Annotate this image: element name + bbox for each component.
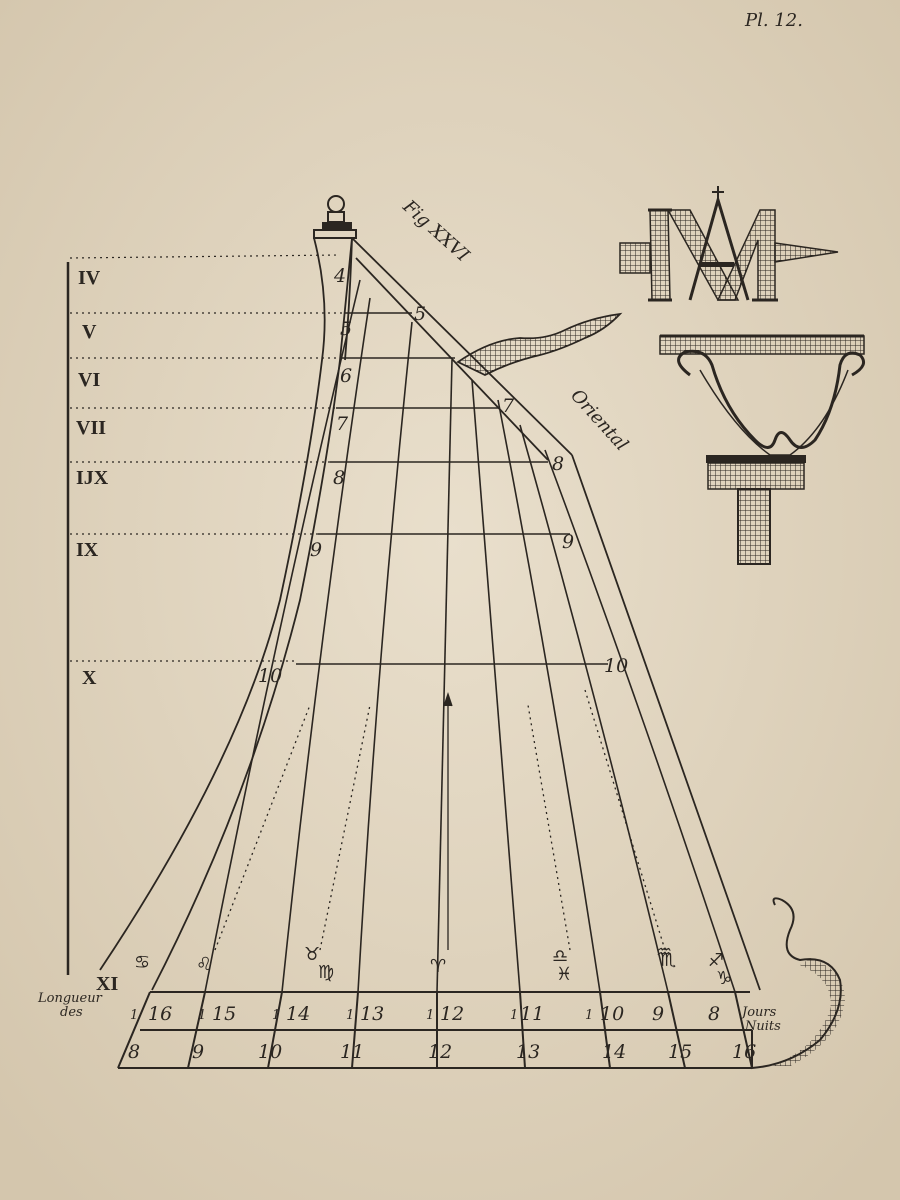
zodiac-sign: ♋: [134, 952, 150, 973]
night-length-cell: 16: [732, 1041, 756, 1063]
night-length-cell: 13: [516, 1041, 540, 1063]
night-length-cell: 15: [668, 1041, 692, 1063]
hour-scale-label: IV: [78, 267, 101, 289]
day-length-prefix: 1: [585, 1008, 593, 1023]
dial-hour-right: 8: [552, 453, 564, 475]
right-caption: Jours Nuits: [739, 1005, 781, 1034]
serpent-ornament: [456, 312, 623, 377]
dial-hour-left: 5: [340, 318, 352, 340]
night-length-cell: 9: [192, 1041, 204, 1063]
zodiac-sign: ♓: [556, 964, 572, 985]
night-length-cell: 8: [128, 1041, 140, 1063]
zodiac-sign: ♑: [716, 968, 732, 989]
zodiac-sign: ♍: [318, 962, 334, 983]
dial-hour-right: 9: [562, 531, 574, 553]
day-length-cell: 8: [708, 1003, 720, 1025]
dial-hour-right: 5: [414, 303, 426, 325]
day-length-cell: 13: [360, 1003, 384, 1025]
dial-hour-numbers: 4 5 6 7 8 9 10 5 7 8 9 10: [258, 265, 628, 687]
zodiac-sign: ♏: [660, 950, 676, 971]
day-length-cell: 11: [520, 1003, 544, 1025]
zodiac-sign: ♐: [708, 950, 724, 971]
solstice-arrows: [214, 689, 666, 951]
day-length-prefix: 1: [198, 1008, 206, 1023]
night-length-cell: 11: [340, 1041, 364, 1063]
hour-lines: [296, 312, 608, 665]
day-length-cell: 9: [652, 1003, 664, 1025]
zodiac-sign: ♉: [304, 944, 320, 965]
dial-hour-left: 4: [333, 265, 346, 287]
day-length-cell: 16: [148, 1003, 172, 1025]
day-length-prefix: 1: [130, 1008, 138, 1023]
day-length-cell: 10: [600, 1003, 624, 1025]
day-length-cell: 12: [440, 1003, 464, 1025]
hour-scale-label: IJX: [76, 467, 109, 489]
dial-hour-left: 8: [333, 467, 345, 489]
dial-hour-right: 10: [604, 655, 628, 677]
hour-scale-label: IX: [76, 539, 99, 561]
left-caption-line-1: Longueur: [37, 991, 103, 1006]
right-caption-line-2: Nuits: [744, 1019, 781, 1034]
day-length-cell: 15: [212, 1003, 236, 1025]
hour-scale-label: VI: [78, 369, 100, 391]
zodiac-sign: ♈: [430, 956, 446, 977]
dial-hour-left: 7: [336, 413, 349, 435]
day-length-prefix: 1: [510, 1008, 518, 1023]
zodiac-sign: ♎: [552, 946, 568, 967]
monogram-ornament: [619, 186, 839, 302]
dial-hour-left: 10: [258, 665, 282, 687]
left-caption-line-2: des: [60, 1005, 83, 1020]
dial-grid: [204, 279, 736, 993]
dial-frame: [99, 237, 761, 991]
plate-number: Pl. 12.: [744, 10, 803, 31]
zodiac-signs: ♋ ♌ ♉♍ ♈ ♎♓ ♏♒ ♐♑: [134, 942, 732, 989]
hour-scale-label: XI: [96, 973, 118, 995]
dial-hour-right: 7: [502, 395, 515, 417]
right-caption-line-1: Jours: [739, 1005, 777, 1020]
left-caption: Longueur des: [37, 991, 103, 1020]
gnomon-knob: [313, 195, 357, 239]
day-length-prefix: 1: [426, 1008, 434, 1023]
projection-lines: [69, 254, 345, 662]
day-length-cell: 14: [286, 1003, 310, 1025]
length-table: [117, 991, 753, 1069]
dial-hour-left: 6: [340, 365, 352, 387]
hour-scale-label: VII: [76, 417, 106, 439]
bracket-ornament: [659, 334, 866, 565]
night-length-cell: 12: [428, 1041, 452, 1063]
night-length-cell: 10: [258, 1041, 282, 1063]
night-length-cell: 14: [602, 1041, 626, 1063]
day-length-prefix: 1: [346, 1008, 354, 1023]
zodiac-sign: ♌: [196, 954, 212, 975]
hour-scale: IV V VI VII IJX IX X XI: [66, 262, 118, 995]
hour-scale-label: X: [82, 667, 97, 689]
hour-scale-label: V: [82, 321, 97, 343]
day-length-prefix: 1: [272, 1008, 280, 1023]
cartouche-scroll: [751, 897, 845, 1070]
zodiac-sign: ♒: [656, 942, 672, 963]
dial-hour-left: 9: [310, 539, 322, 561]
